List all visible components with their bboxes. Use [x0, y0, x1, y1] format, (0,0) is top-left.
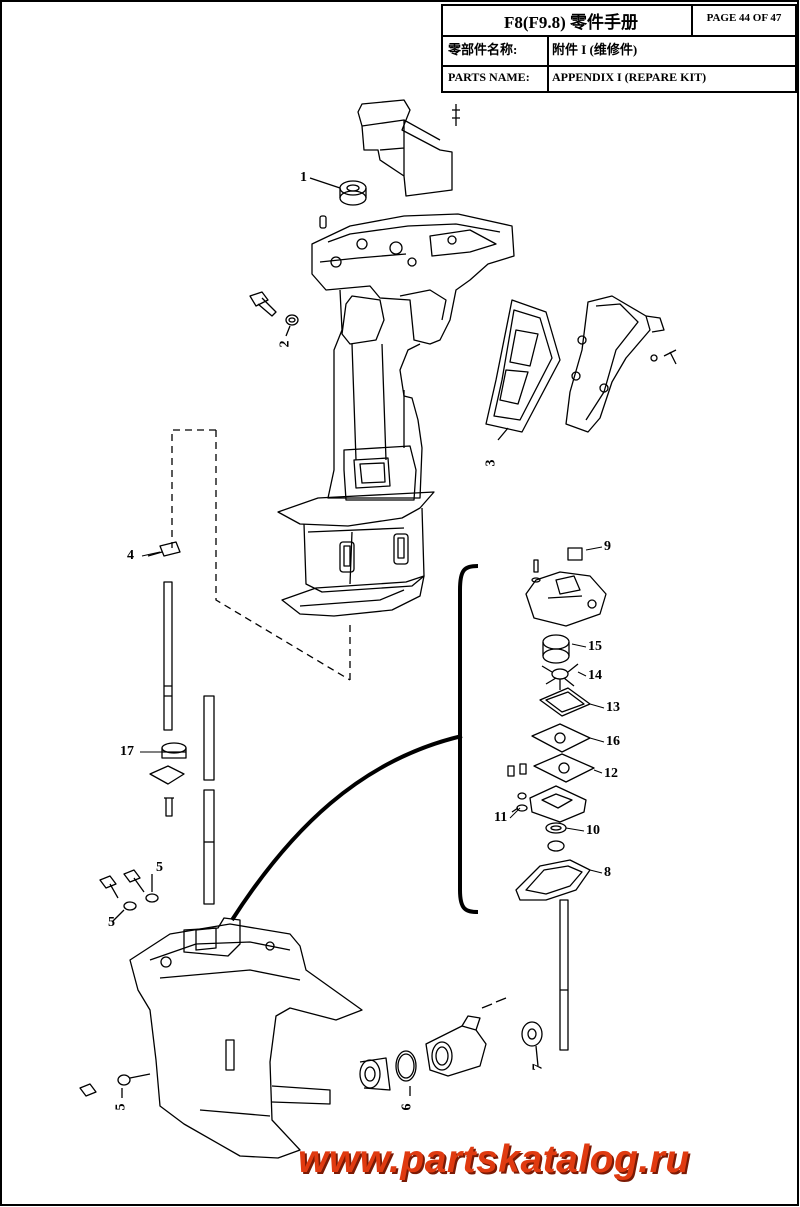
title-block [441, 4, 797, 93]
part-9-pump-housing [525, 547, 607, 627]
drive-shaft [203, 695, 215, 905]
upper-casing [277, 213, 515, 617]
part-15-insert [542, 634, 570, 664]
part-4-grommet [147, 541, 181, 557]
title-block-divider [443, 35, 795, 37]
callout-14: 14 [588, 668, 602, 683]
title-block-divider [443, 65, 795, 67]
part-16-plate [531, 723, 591, 753]
gearcase [129, 917, 363, 1159]
pin [319, 215, 327, 229]
kit-bracket [458, 564, 479, 914]
part-6-bearing [359, 1050, 417, 1096]
part-11-pump-case [511, 785, 587, 823]
leader-dashed [171, 429, 351, 681]
part-13-gasket [539, 687, 591, 717]
callout-8: 8 [604, 865, 611, 880]
callout-11: 11 [494, 810, 508, 825]
water-tube [163, 581, 173, 731]
callout-1: 1 [300, 170, 307, 185]
watermark: www.partskatalog.ru [298, 1138, 690, 1181]
title-block-divider [547, 37, 549, 93]
callout-10: 10 [586, 823, 600, 838]
part-10-seal [545, 822, 567, 834]
callout-4: 4 [127, 548, 134, 563]
callout-7: 7 [530, 1063, 546, 1071]
kit-connector [230, 734, 463, 922]
callout-6: 6 [399, 1103, 415, 1111]
lower-tube [559, 899, 569, 1051]
callout-17: 17 [120, 744, 134, 759]
bearing-housing [425, 997, 507, 1077]
callout-16: 16 [606, 734, 620, 749]
callout-2: 2 [277, 340, 293, 348]
callout-5b: 5 [108, 915, 115, 930]
part-14-impeller [541, 663, 579, 690]
callout-5a: 5 [156, 860, 163, 875]
en-name-value: APPENDIX I (REPARE KIT) [552, 70, 707, 84]
callout-9: 9 [604, 539, 611, 554]
callout-15: 15 [588, 639, 602, 654]
page-number: PAGE 44 OF 47 [706, 12, 782, 24]
en-name-label: PARTS NAME: [448, 70, 530, 84]
part-5-bolts [79, 869, 159, 1098]
part-3-gasket [485, 299, 561, 441]
part-8-gasket [515, 840, 591, 901]
part-12-pump-base [507, 753, 595, 783]
cn-name-label: 零部件名称: [448, 42, 518, 57]
callout-5c: 5 [113, 1103, 129, 1111]
part-17-grommet [149, 742, 187, 817]
model-title: F8(F9.8) 零件手册 [503, 13, 639, 32]
part-7-seal [521, 1021, 543, 1067]
part-1-bushing [309, 177, 367, 206]
callout-12: 12 [604, 766, 618, 781]
callout-3: 3 [483, 459, 499, 467]
callout-13: 13 [606, 700, 620, 715]
top-cover-plate [357, 99, 460, 197]
title-block-divider [691, 6, 693, 35]
exhaust-bracket [565, 295, 677, 433]
cn-name-value: 附件 I (维修件) [552, 42, 638, 57]
part-2-bolt-washer [249, 291, 299, 337]
